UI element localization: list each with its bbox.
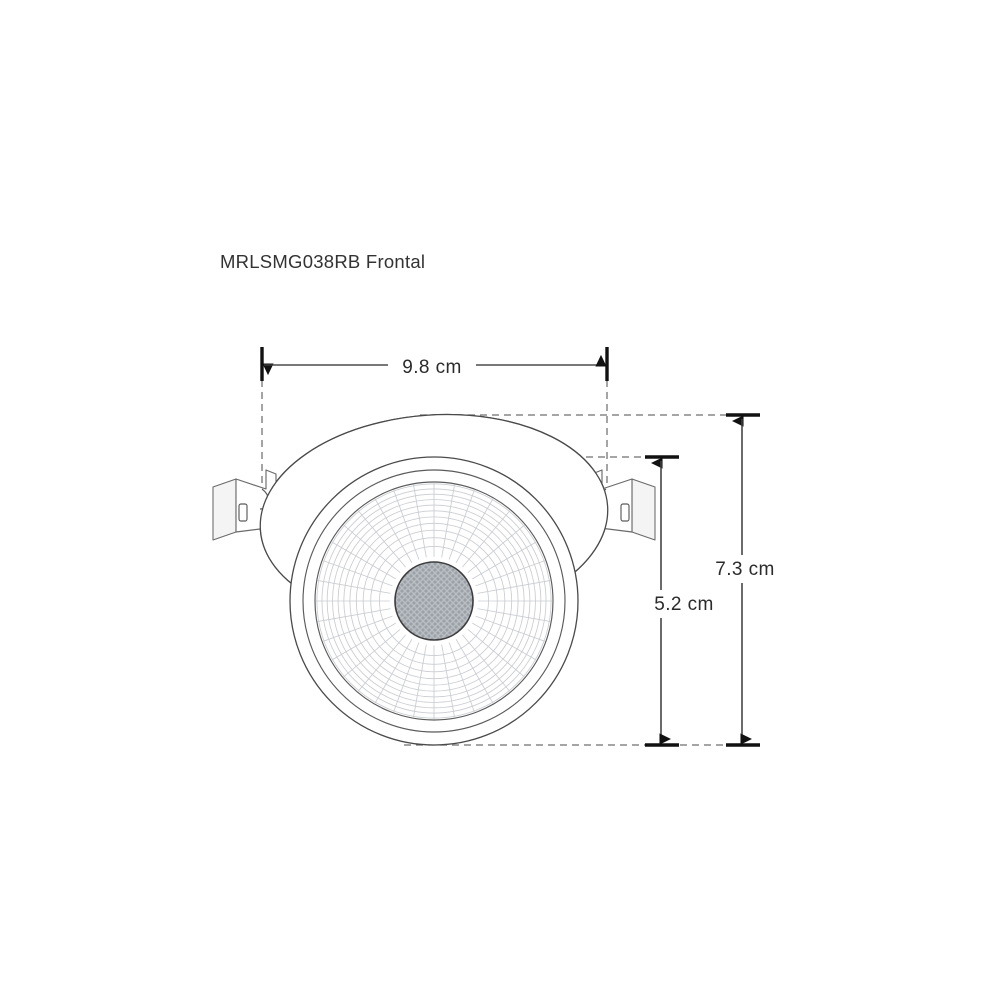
reflector-concentric-ring bbox=[349, 516, 519, 686]
reflector-concentric-ring bbox=[362, 529, 506, 673]
dimension-width: 9.8 cm bbox=[260, 347, 609, 381]
reflector-concentric-ring bbox=[332, 499, 536, 703]
clip-left-slot bbox=[238, 503, 248, 522]
reflector-concentric-ring bbox=[316, 483, 552, 719]
width-dimension-label: 9.8 cm bbox=[402, 357, 461, 378]
reflector-concentric-ring bbox=[337, 504, 531, 698]
reflector-ring-inner bbox=[314, 481, 554, 721]
reflector-facet-grid bbox=[316, 483, 552, 719]
drawing-title: MRLSMG038RB Frontal bbox=[220, 251, 425, 272]
clip-right-side-face bbox=[631, 478, 656, 541]
dimension-outer-height: 7.3 cm bbox=[700, 413, 788, 747]
led-emitter bbox=[394, 561, 474, 641]
dimension-inner-height: 5.2 cm bbox=[640, 455, 728, 747]
clip-left-side-face bbox=[212, 478, 237, 541]
inner-height-dimension-label: 5.2 cm bbox=[654, 594, 713, 615]
inner-height-label-backdrop bbox=[640, 590, 728, 618]
reflector bbox=[289, 456, 579, 746]
outer-height-dimension-label: 7.3 cm bbox=[715, 559, 774, 580]
reflector-concentric-ring bbox=[370, 537, 498, 665]
reflector-concentric-ring bbox=[321, 488, 547, 714]
reflector-concentric-ring bbox=[343, 510, 525, 692]
reflector-concentric-ring bbox=[326, 493, 542, 709]
clip-right-slot bbox=[620, 503, 630, 522]
outer-height-label-backdrop bbox=[700, 555, 788, 583]
width-label-backdrop bbox=[388, 352, 476, 378]
reflector-ring-mid bbox=[302, 469, 566, 733]
reflector-concentric-ring bbox=[355, 522, 513, 680]
reflector-concentric-ring bbox=[379, 546, 489, 656]
led-halo bbox=[389, 556, 479, 646]
